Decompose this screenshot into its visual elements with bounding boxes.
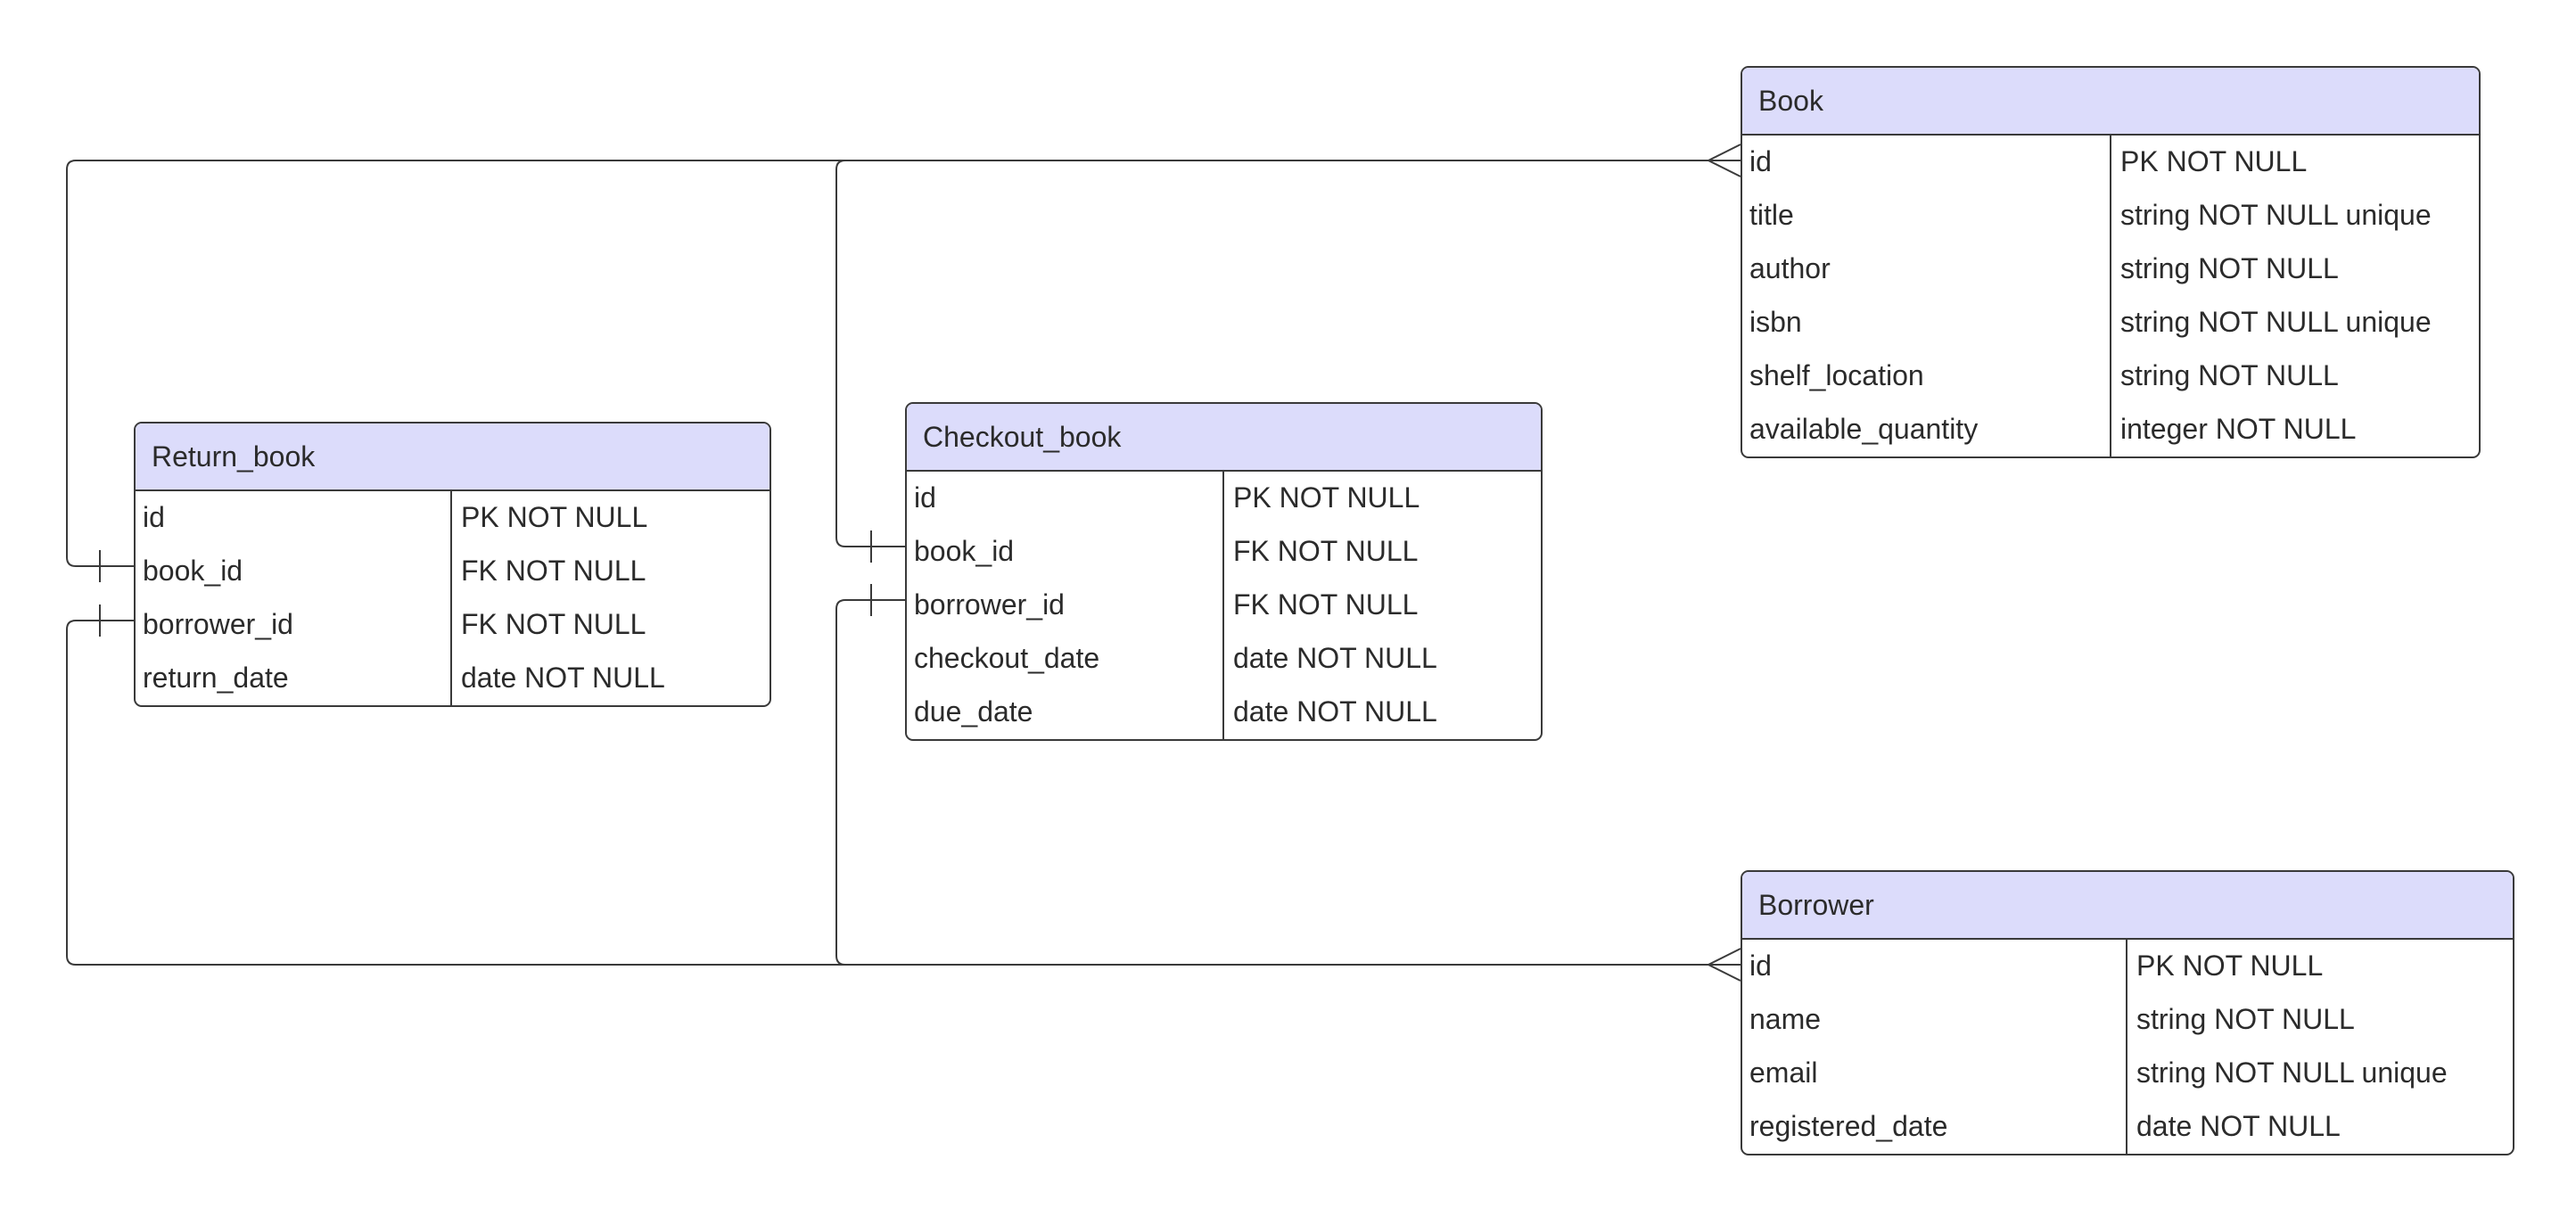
field-type: string NOT NULL	[2120, 359, 2339, 391]
field-type: date NOT NULL	[1233, 642, 1437, 674]
field-row: book_id FK NOT NULL	[907, 525, 1541, 579]
field-type: date NOT NULL	[461, 662, 665, 694]
field-type: string NOT NULL unique	[2120, 306, 2432, 338]
entity-title: Return_book	[136, 423, 770, 491]
field-row: email string NOT NULL unique	[1742, 1047, 2513, 1100]
entity-title: Checkout_book	[907, 404, 1541, 472]
field-row: id PK NOT NULL	[136, 491, 770, 545]
field-name: return_date	[143, 662, 289, 694]
entity-checkout-book[interactable]: Checkout_book id PK NOT NULL book_id FK …	[905, 402, 1543, 741]
field-row: book_id FK NOT NULL	[136, 545, 770, 598]
field-type: PK NOT NULL	[461, 501, 648, 533]
field-type: PK NOT NULL	[2120, 145, 2308, 177]
rel-borrower-return-book	[66, 620, 1741, 966]
crows-foot-borrower-id	[1706, 948, 1741, 982]
field-type: PK NOT NULL	[1233, 481, 1420, 514]
entity-return-book[interactable]: Return_book id PK NOT NULL book_id FK NO…	[134, 422, 771, 707]
field-row: due_date date NOT NULL	[907, 686, 1541, 739]
field-row: checkout_date date NOT NULL	[907, 632, 1541, 686]
field-name: id	[914, 481, 936, 514]
field-type: PK NOT NULL	[2136, 950, 2324, 982]
field-type: FK NOT NULL	[461, 608, 646, 640]
field-name: shelf_location	[1749, 359, 1924, 391]
field-name: id	[1749, 145, 1772, 177]
field-type: date NOT NULL	[1233, 695, 1437, 728]
entity-fields: id PK NOT NULL book_id FK NOT NULL borro…	[136, 491, 770, 705]
entity-fields: id PK NOT NULL name string NOT NULL emai…	[1742, 940, 2513, 1154]
field-type: FK NOT NULL	[1233, 588, 1419, 621]
field-name: checkout_date	[914, 642, 1100, 674]
field-name: title	[1749, 199, 1794, 231]
field-name: email	[1749, 1057, 1818, 1089]
field-type: date NOT NULL	[2136, 1110, 2341, 1142]
field-name: due_date	[914, 695, 1033, 728]
entity-fields: id PK NOT NULL title string NOT NULL uni…	[1742, 136, 2479, 456]
field-name: available_quantity	[1749, 413, 1979, 445]
field-row: borrower_id FK NOT NULL	[136, 598, 770, 652]
field-row: id PK NOT NULL	[907, 472, 1541, 525]
field-type: string NOT NULL	[2136, 1003, 2355, 1035]
field-type: string NOT NULL unique	[2136, 1057, 2448, 1089]
field-row: title string NOT NULL unique	[1742, 189, 2479, 243]
field-name: author	[1749, 252, 1831, 284]
field-name: registered_date	[1749, 1110, 1948, 1142]
field-row: borrower_id FK NOT NULL	[907, 579, 1541, 632]
field-row: isbn string NOT NULL unique	[1742, 296, 2479, 349]
entity-fields: id PK NOT NULL book_id FK NOT NULL borro…	[907, 472, 1541, 739]
field-name: book_id	[143, 555, 243, 587]
field-type: string NOT NULL unique	[2120, 199, 2432, 231]
rel-book-checkout-book	[835, 160, 905, 547]
field-row: shelf_location string NOT NULL	[1742, 349, 2479, 403]
field-row: author string NOT NULL	[1742, 243, 2479, 296]
entity-title: Borrower	[1742, 872, 2513, 940]
field-name: borrower_id	[914, 588, 1065, 621]
field-type: FK NOT NULL	[1233, 535, 1419, 567]
field-name: name	[1749, 1003, 1822, 1035]
crows-foot-book-id	[1706, 144, 1741, 177]
field-name: isbn	[1749, 306, 1802, 338]
field-row: name string NOT NULL	[1742, 993, 2513, 1047]
entity-borrower[interactable]: Borrower id PK NOT NULL name string NOT …	[1741, 870, 2514, 1155]
field-type: FK NOT NULL	[461, 555, 646, 587]
field-row: available_quantity integer NOT NULL	[1742, 403, 2479, 456]
entity-title: Book	[1742, 68, 2479, 136]
field-type: integer NOT NULL	[2120, 413, 2357, 445]
entity-book[interactable]: Book id PK NOT NULL title string NOT NUL…	[1741, 66, 2481, 458]
field-type: string NOT NULL	[2120, 252, 2339, 284]
rel-book-return-book	[66, 160, 1741, 567]
field-name: id	[1749, 950, 1772, 982]
field-row: registered_date date NOT NULL	[1742, 1100, 2513, 1154]
field-name: borrower_id	[143, 608, 293, 640]
field-row: id PK NOT NULL	[1742, 136, 2479, 189]
field-name: book_id	[914, 535, 1015, 567]
field-row: return_date date NOT NULL	[136, 652, 770, 705]
rel-borrower-checkout-book	[835, 599, 905, 966]
field-row: id PK NOT NULL	[1742, 940, 2513, 993]
field-name: id	[143, 501, 165, 533]
